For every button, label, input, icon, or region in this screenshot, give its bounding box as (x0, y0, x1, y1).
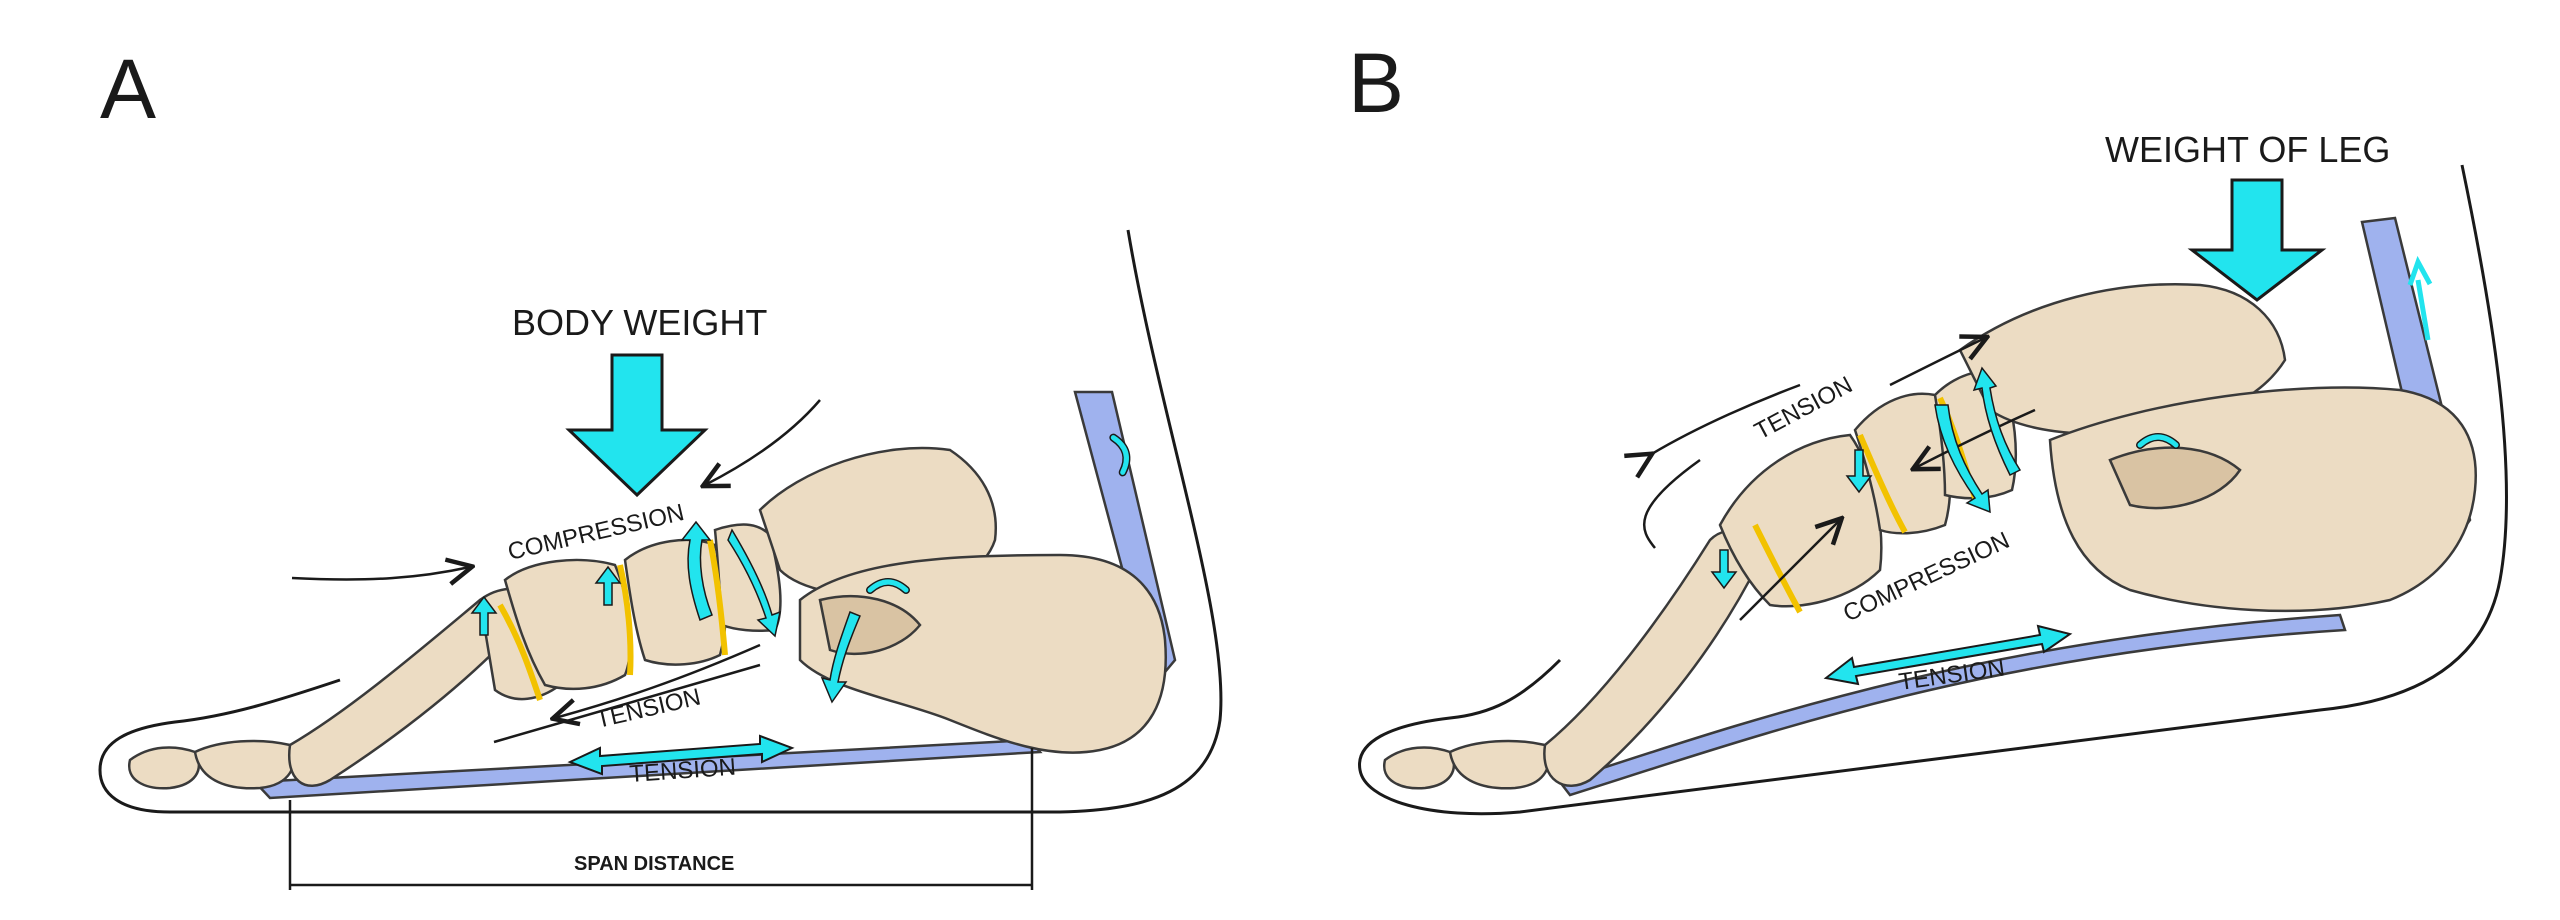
panel-a-plantar-tension-arrow (567, 734, 795, 776)
panel-b-tension-arrow-left (1650, 383, 1801, 455)
panel-b-load-label: WEIGHT OF LEG (2105, 129, 2390, 170)
panel-a-span-distance (288, 748, 1034, 890)
panel-b-compression-arrow-down (1915, 408, 2036, 468)
panel-a-compression-arrow-right (705, 399, 821, 485)
panel-a-span-label: SPAN DISTANCE (574, 853, 734, 875)
panel-b-skin-outline (1358, 164, 2508, 816)
panel-b-tension-upper-label: TENSION (1750, 371, 1857, 445)
panel-b-tension-line (1643, 458, 1701, 549)
panel-b-compression-arrow-up (1739, 520, 1840, 621)
panel-a: A BODY WEIGHT (98, 42, 1223, 890)
panel-a-tension-line (493, 663, 761, 744)
panel-a-load-arrow (565, 353, 709, 498)
panel-b-plantar-tension-arrow (1823, 624, 2073, 686)
panel-b-joint-arrows (1710, 255, 2433, 590)
panel-a-skin-outline (98, 229, 1223, 814)
panel-b-letter: B (1348, 36, 1404, 130)
panel-a-tension-arrow (555, 643, 761, 718)
panel-a-foot-bones (127, 446, 1167, 790)
panel-a-joint-arrows (470, 436, 1130, 704)
panel-b-tension-arrow-top (1889, 338, 1985, 387)
panel-b: B WEIGHT OF LEG (1348, 36, 2508, 816)
panel-a-joints (497, 539, 728, 701)
panel-a-compression-arrow-left (291, 567, 470, 580)
panel-b-foot-bones (1382, 283, 2477, 790)
panel-a-letter: A (100, 42, 156, 136)
panel-a-tension-upper-label: TENSION (593, 684, 703, 734)
panel-b-plantar-ligament (1557, 613, 2347, 797)
panel-b-load-arrow (2187, 178, 2327, 302)
panel-a-load-label: BODY WEIGHT (512, 302, 767, 343)
